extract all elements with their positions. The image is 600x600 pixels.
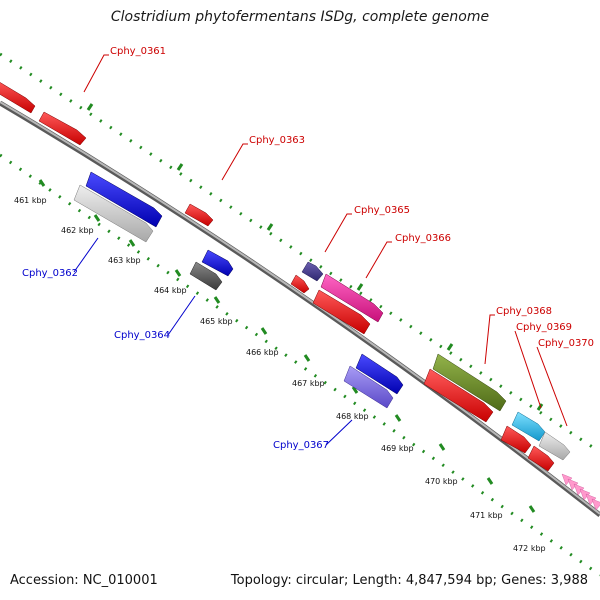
gene-forward [312,289,371,335]
gene-forward [38,111,87,146]
gene-reverse [189,261,223,291]
kbp-label: 469 kbp [381,444,414,453]
gene-reverse [201,249,234,277]
gene-label-cphy-0363: Cphy_0363 [249,135,305,146]
gene-forward [538,431,571,461]
kbp-labels: 461 kbp 462 kbp 463 kbp 464 kbp 465 kbp … [14,196,546,553]
kbp-label: 465 kbp [200,317,233,326]
gene-reverse [355,353,404,395]
gene-forward [320,273,384,323]
kbp-label: 464 kbp [154,286,187,295]
gene-reverse [73,184,154,243]
kbp-label: 471 kbp [470,511,503,520]
forward-label-lines [83,54,568,427]
genome-summary: Topology: circular; Length: 4,847,594 bp… [230,573,588,588]
gene-forward [301,261,324,282]
inner-tick-ring [0,153,600,577]
gene-label-cphy-0364: Cphy_0364 [114,330,170,341]
kbp-label: 462 kbp [61,226,94,235]
kbp-label: 472 kbp [513,544,546,553]
outer-tick-ring [0,52,600,454]
gene-forward [500,425,532,454]
gene-label-cphy-0366: Cphy_0366 [395,233,451,244]
inner-major-ticks [38,179,536,513]
outer-major-ticks [86,103,544,411]
reverse-gene-labels: Cphy_0362 Cphy_0364 Cphy_0367 [22,268,329,451]
gene-forward [290,274,310,294]
gene-label-cphy-0365: Cphy_0365 [354,205,410,216]
kbp-label: 463 kbp [108,256,141,265]
genome-backbone-highlight [0,101,600,515]
forward-gene-labels: Cphy_0361 Cphy_0363 Cphy_0365 Cphy_0366 … [110,46,594,349]
gene-label-cphy-0370: Cphy_0370 [538,338,594,349]
kbp-label: 470 kbp [425,477,458,486]
gene-forward [184,203,214,227]
gene-label-cphy-0367: Cphy_0367 [273,440,329,451]
reverse-label-lines [73,237,353,446]
accession-text: Accession: NC_010001 [10,573,158,588]
gene-forward [423,368,494,423]
gene-label-cphy-0368: Cphy_0368 [496,306,552,317]
forward-genes [0,82,571,472]
gene-forward [0,82,36,114]
gene-reverse [343,365,394,409]
kbp-label: 468 kbp [336,412,369,421]
gene-reverse [85,171,163,228]
kbp-label: 467 kbp [292,379,325,388]
gene-forward [432,353,507,412]
kbp-label: 461 kbp [14,196,47,205]
pink-arrows [561,473,600,511]
gene-forward [527,445,555,472]
gene-forward [511,411,546,442]
gene-label-cphy-0361: Cphy_0361 [110,46,166,57]
reverse-genes [73,171,404,409]
kbp-label: 466 kbp [246,348,279,357]
gene-label-cphy-0369: Cphy_0369 [516,322,572,333]
map-title: Clostridium phytofermentans ISDg, comple… [110,9,490,25]
gene-label-cphy-0362: Cphy_0362 [22,268,78,279]
